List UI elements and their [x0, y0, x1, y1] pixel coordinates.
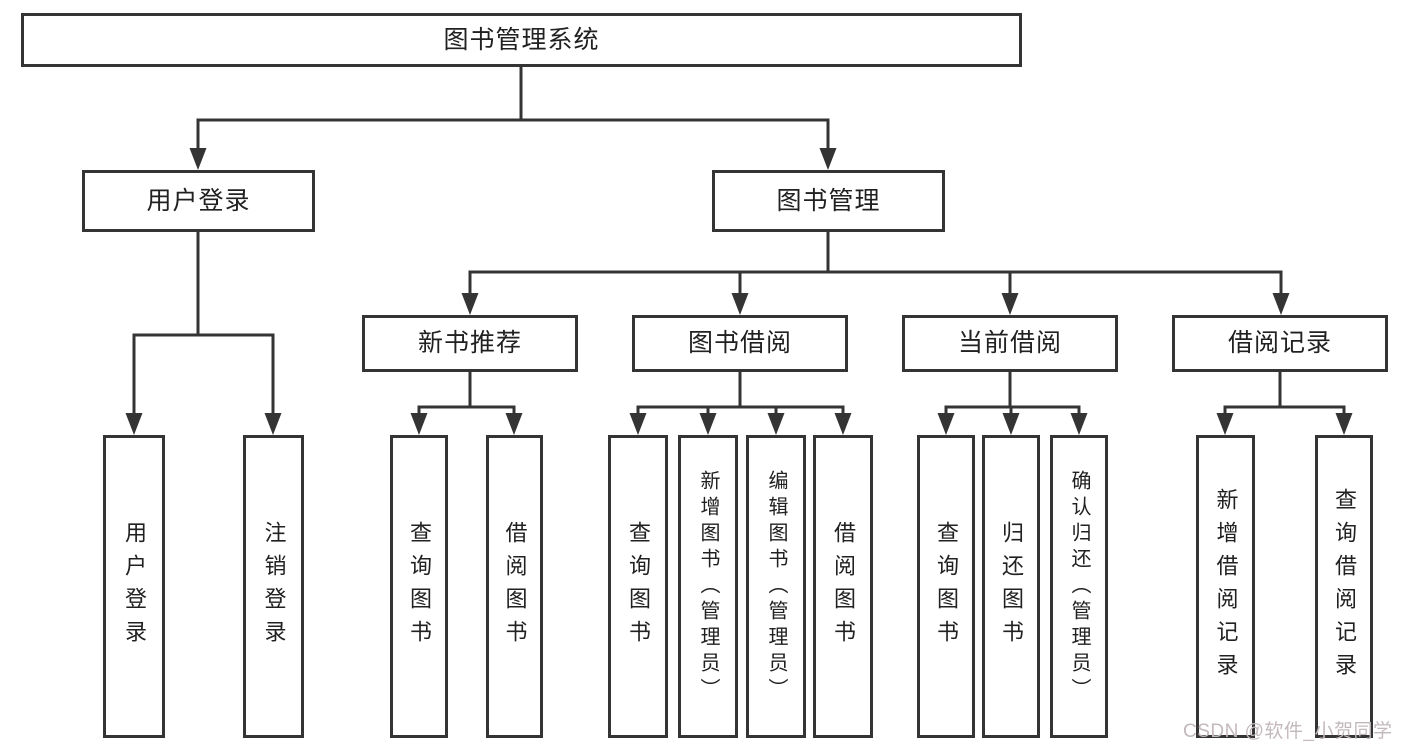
edge-book-borrowing-to-leaves: [636, 370, 845, 419]
leaf-borrow-books-recommend: 借阅图书: [486, 435, 543, 738]
edge-borrowing-records-to-leaves: [1223, 370, 1346, 419]
leaf-add-borrow-record: 新增借阅记录: [1196, 435, 1255, 738]
node-book-management: 图书管理: [712, 170, 945, 232]
edge-book-management-to-level3: [468, 230, 1283, 299]
node-borrowing-records: 借阅记录: [1172, 315, 1388, 372]
leaf-query-books-borrowing: 查询图书: [608, 435, 668, 738]
leaf-logout: 注销登录: [243, 435, 304, 738]
leaf-edit-book-admin: 编辑图书（管理员）: [746, 435, 806, 738]
edge-user-login-to-leaves: [132, 230, 275, 419]
leaf-query-books-current: 查询图书: [917, 435, 975, 738]
edge-new-book-recommend-to-leaves: [417, 370, 516, 419]
leaf-return-books: 归还图书: [982, 435, 1040, 738]
edge-root-to-level2: [196, 65, 830, 154]
node-library-system: 图书管理系统: [21, 13, 1022, 67]
leaf-borrow-books-borrowing: 借阅图书: [813, 435, 873, 738]
leaf-query-books-recommend: 查询图书: [390, 435, 448, 738]
leaf-confirm-return-admin: 确认归还（管理员）: [1050, 435, 1108, 738]
node-new-book-recommend: 新书推荐: [362, 315, 578, 372]
node-user-login: 用户登录: [82, 170, 315, 232]
node-current-borrowing: 当前借阅: [902, 315, 1118, 372]
leaf-user-login: 用户登录: [103, 435, 165, 738]
node-book-borrowing: 图书借阅: [632, 315, 848, 372]
edge-current-borrowing-to-leaves: [944, 370, 1081, 419]
watermark: CSDN @软件_小贺同学: [1183, 721, 1393, 742]
leaf-query-borrow-record: 查询借阅记录: [1315, 435, 1373, 738]
leaf-add-book-admin: 新增图书（管理员）: [678, 435, 738, 738]
